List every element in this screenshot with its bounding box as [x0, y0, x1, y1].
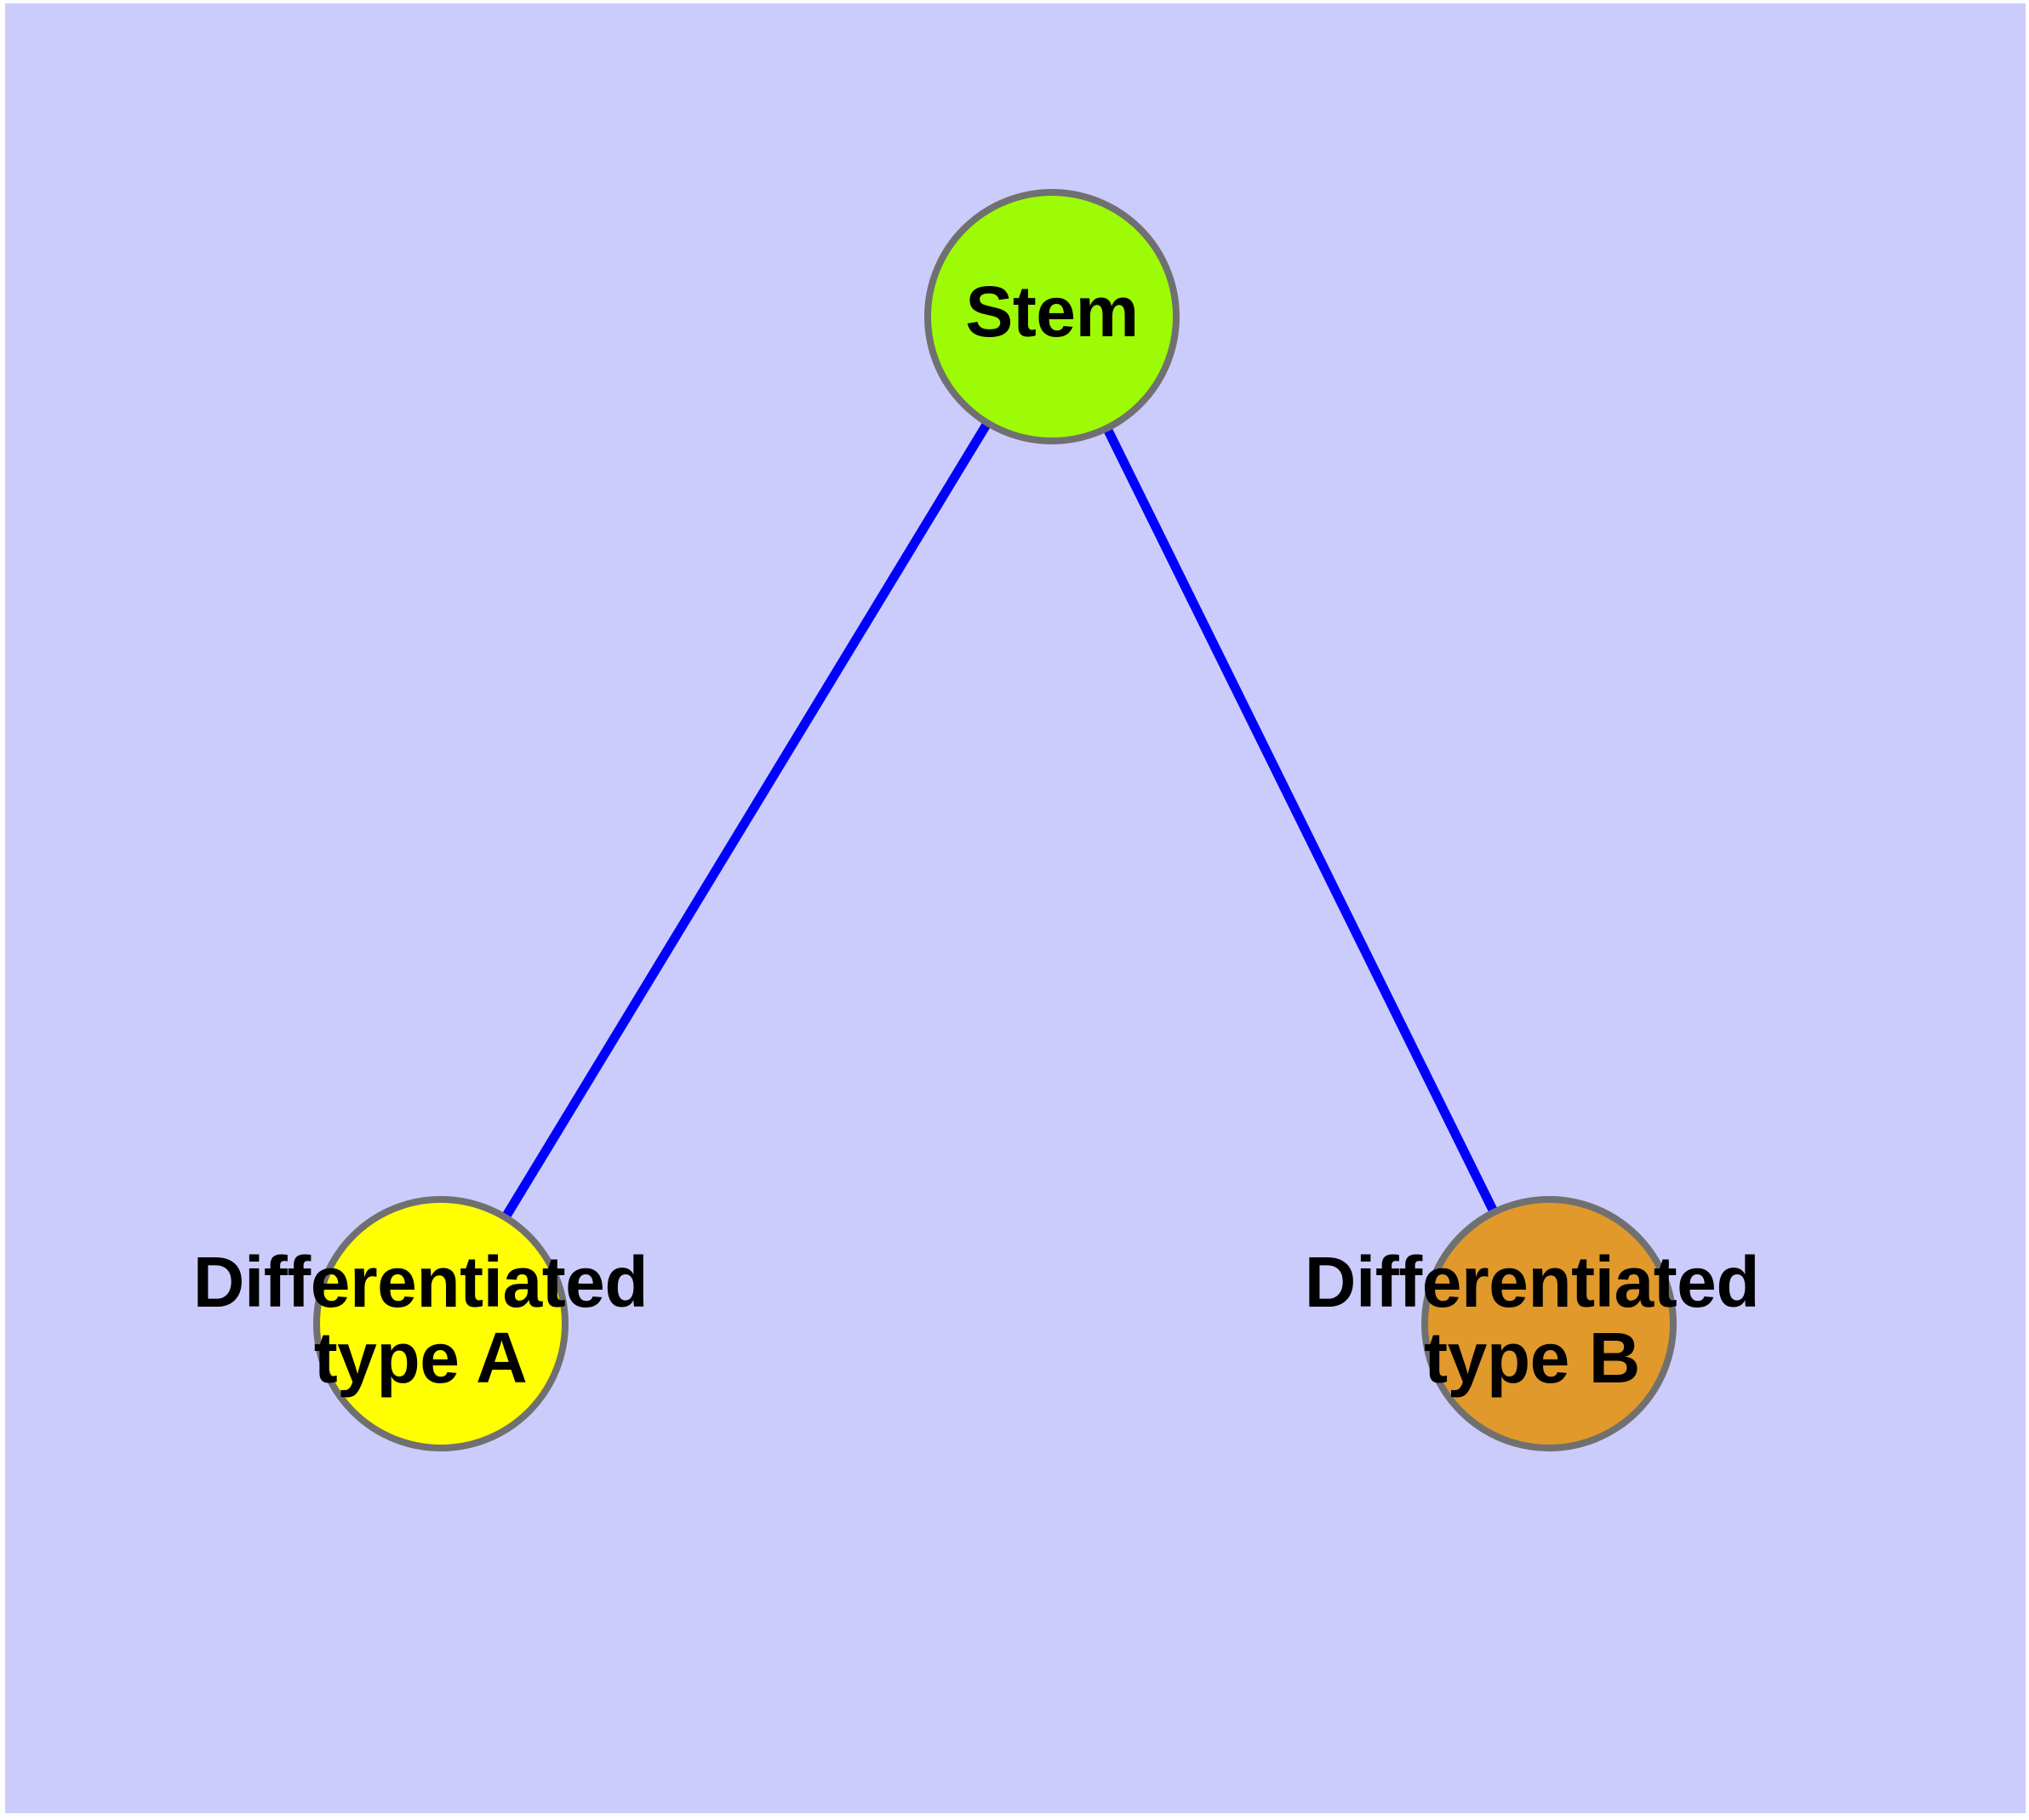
- edge-group: [437, 314, 1553, 1326]
- edge-stem-to-differentiated-type-a[interactable]: [437, 314, 1056, 1326]
- node-stem[interactable]: [924, 189, 1180, 444]
- node-differentiated-type-a[interactable]: [313, 1196, 569, 1451]
- node-differentiated-type-b[interactable]: [1421, 1196, 1677, 1451]
- edge-stem-to-differentiated-type-b[interactable]: [1048, 314, 1553, 1326]
- node-group: [313, 189, 1677, 1451]
